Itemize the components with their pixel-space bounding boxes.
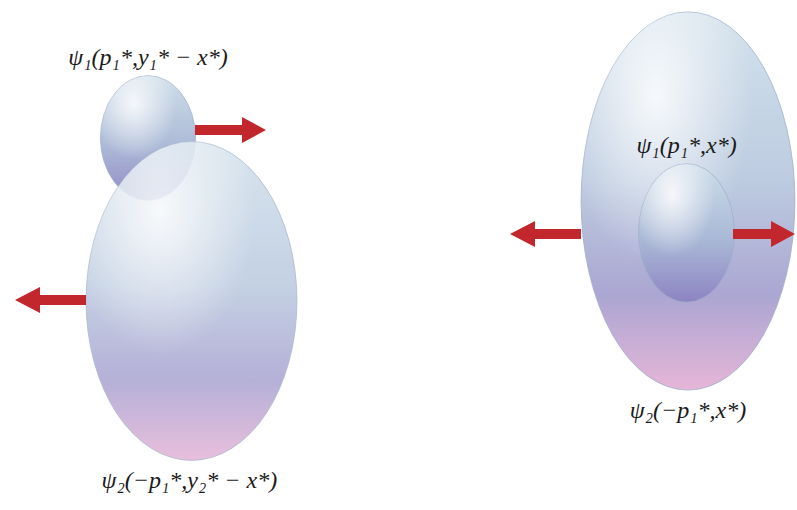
ellipse-shape xyxy=(638,163,735,303)
red-arrow xyxy=(195,117,266,143)
ellipse-body xyxy=(581,12,795,390)
arrow-group xyxy=(15,117,795,313)
red-arrow xyxy=(733,221,795,247)
ellipse-highlight xyxy=(86,142,297,461)
ellipse-node: ψ₂(−p₁*,y₂* − x*) xyxy=(85,140,298,462)
red-arrow xyxy=(15,287,86,313)
wavefunction-label: ψ₁(p₁*,x*) xyxy=(636,131,736,160)
ellipse-body xyxy=(638,164,734,303)
wavefunction-label: ψ₂(−p₁*,y₂* − x*) xyxy=(102,466,278,495)
ellipse-node: ψ₁(p₁*,x*) xyxy=(638,163,735,303)
ellipse-highlight xyxy=(638,164,734,303)
wavefunction-label: ψ₁(p₁*,y₁* − x*) xyxy=(68,43,227,72)
red-arrow xyxy=(510,221,581,247)
ellipse-shape xyxy=(85,140,298,462)
wavefunction-label: ψ₂(−p₁*,x*) xyxy=(630,396,746,425)
ellipse-highlight xyxy=(581,12,795,390)
ellipse-node: ψ₂(−p₁*,x*)ψ₁(p₁*,x*) xyxy=(580,10,796,392)
ellipse-body xyxy=(86,142,297,461)
